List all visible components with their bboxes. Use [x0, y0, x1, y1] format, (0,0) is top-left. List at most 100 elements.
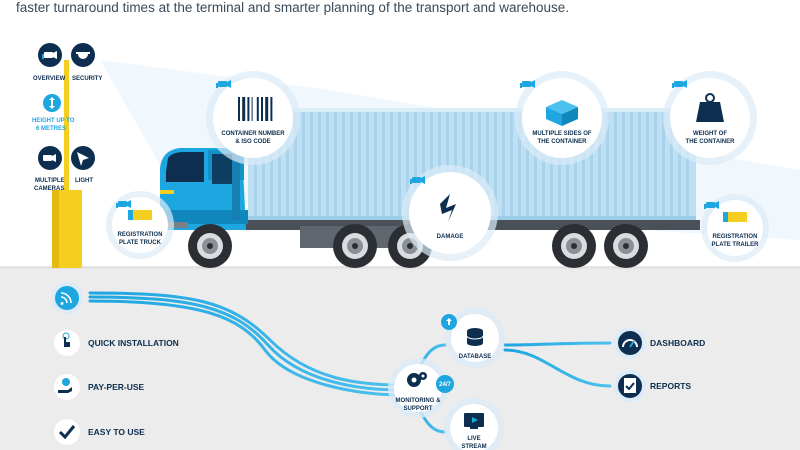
feature-easy-to-use: EASY TO USE	[54, 419, 145, 445]
plate-trailer-label-1: REGISTRATION	[713, 234, 758, 240]
feature-pay-per-use: PAY-PER-USE	[54, 374, 145, 400]
container-rib	[678, 112, 681, 216]
container-rib	[454, 112, 457, 216]
wheel	[604, 224, 648, 268]
container-rib	[342, 112, 345, 216]
height-icon	[43, 94, 61, 112]
height-label-1: HEIGHT UP TO	[32, 118, 75, 124]
weight-label-1: WEIGHT OF	[693, 131, 727, 137]
plate-truck-label-2: PLATE TRUCK	[119, 240, 162, 246]
callout-multiple-sides: MULTIPLE SIDES OF THE CONTAINER	[515, 71, 609, 165]
multiple-cameras-label-2: CAMERAS	[34, 186, 64, 192]
overview-icon	[38, 43, 62, 67]
dashboard-label: DASHBOARD	[650, 338, 705, 348]
container-rib	[574, 112, 577, 216]
wifi-icon	[51, 282, 83, 314]
multiple-sides-label-1: MULTIPLE SIDES OF	[532, 131, 592, 137]
ground-line	[0, 266, 800, 269]
container-rib	[526, 112, 529, 216]
container-number-label-1: CONTAINER NUMBER	[221, 131, 285, 137]
light-label: LIGHT	[75, 178, 93, 184]
container-rib	[630, 112, 633, 216]
container-rib	[350, 112, 353, 216]
database-label: DATABASE	[459, 354, 491, 360]
container-rib	[622, 112, 625, 216]
gears-icon	[407, 372, 427, 387]
feature-label-quick-installation: QUICK INSTALLATION	[88, 338, 179, 348]
container-rib	[638, 112, 641, 216]
feature-label-pay-per-use: PAY-PER-USE	[88, 382, 145, 392]
truck-cab	[148, 148, 248, 230]
security-label: SECURITY	[72, 76, 102, 82]
multiple-cameras-icon	[38, 146, 62, 170]
container-rib	[462, 112, 465, 216]
support-247-badge: 24/7	[436, 375, 454, 393]
container-rib	[294, 112, 297, 216]
weight-icon	[696, 93, 724, 122]
callout-container-number: CONTAINER NUMBER & ISO CODE	[206, 71, 300, 165]
barcode-icon	[238, 97, 273, 121]
container-rib	[542, 112, 545, 216]
container-rib	[518, 112, 521, 216]
monitoring-label-2: SUPPORT	[403, 406, 432, 412]
intro-text: faster turnaround times at the terminal …	[16, 0, 569, 15]
database-icon	[466, 328, 484, 346]
container-rib	[430, 112, 433, 216]
hub-live-stream: LIVE STREAM	[444, 398, 504, 450]
container-rib	[390, 112, 393, 216]
container-rib	[310, 112, 313, 216]
container-rib	[286, 112, 289, 216]
hand-touch-icon	[62, 332, 70, 347]
monitoring-label-1: MONITORING &	[396, 398, 442, 404]
height-label-2: 6 METRES	[36, 126, 66, 132]
container-rib	[478, 112, 481, 216]
container-rib	[446, 112, 449, 216]
container-rib	[662, 112, 665, 216]
license-plate-trailer-icon	[723, 212, 747, 222]
container-rib	[326, 112, 329, 216]
container-rib	[654, 112, 657, 216]
multiple-sides-label-2: THE CONTAINER	[538, 139, 588, 145]
container-rib	[398, 112, 401, 216]
live-label-1: LIVE	[467, 436, 480, 442]
report-check-icon	[624, 378, 636, 393]
container-rib	[534, 112, 537, 216]
container-number-label-2: & ISO CODE	[235, 139, 270, 145]
wheel	[188, 224, 232, 268]
hub-database: DATABASE	[441, 308, 505, 368]
wheel	[333, 224, 377, 268]
container-rib	[606, 112, 609, 216]
bottom-panel	[0, 268, 800, 450]
container-rib	[414, 112, 417, 216]
callout-plate-truck: REGISTRATION PLATE TRUCK	[106, 191, 174, 259]
container-rib	[438, 112, 441, 216]
container-rib	[406, 112, 409, 216]
badge-247-text: 24/7	[439, 382, 451, 388]
output-reports: REPORTS	[614, 370, 691, 402]
cloud-upload-icon	[441, 314, 457, 330]
container-rib	[302, 112, 305, 216]
license-plate-icon	[128, 210, 152, 220]
container-rib	[502, 112, 505, 216]
container-rib	[278, 112, 281, 216]
feature-label-easy-to-use: EASY TO USE	[88, 427, 145, 437]
container-rib	[550, 112, 553, 216]
container-rib	[334, 112, 337, 216]
container-rib	[614, 112, 617, 216]
plate-trailer-label-2: PLATE TRAILER	[712, 242, 760, 248]
hub-monitoring: 24/7 MONITORING & SUPPORT	[388, 358, 454, 418]
reports-label: REPORTS	[650, 381, 691, 391]
container-rib	[470, 112, 473, 216]
container-rib	[358, 112, 361, 216]
container-rib	[590, 112, 593, 216]
callout-plate-trailer: REGISTRATION PLATE TRAILER	[701, 194, 769, 262]
container-rib	[494, 112, 497, 216]
data-flow-lines	[88, 291, 612, 434]
overview-label: OVERVIEW	[33, 76, 66, 82]
live-label-2: STREAM	[461, 444, 486, 450]
container-rib	[670, 112, 673, 216]
container-rib	[262, 112, 265, 216]
container-rib	[382, 112, 385, 216]
camera-pole	[52, 60, 82, 268]
